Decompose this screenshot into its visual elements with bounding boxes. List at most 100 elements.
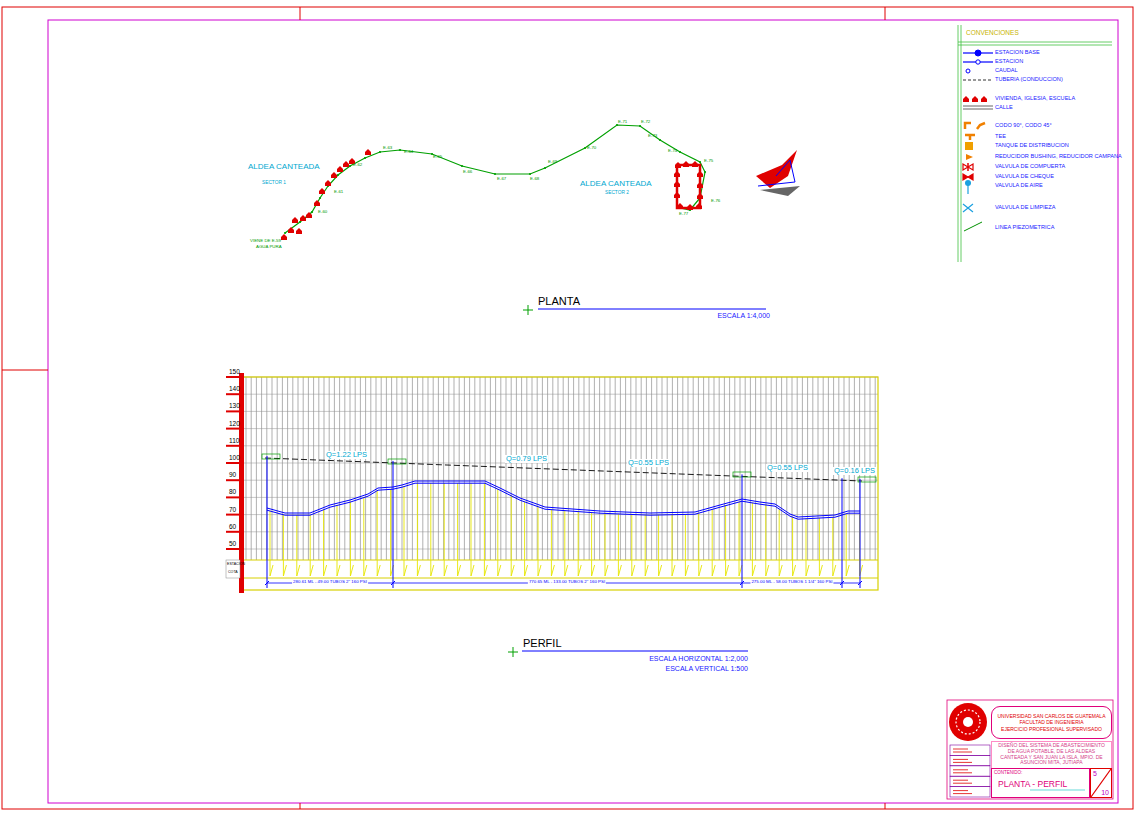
grid-line: [485, 377, 486, 560]
elevation-value: 150: [229, 369, 240, 376]
title-block: [950, 766, 990, 776]
house-symbol: [331, 172, 337, 178]
legend-frame: [958, 25, 959, 262]
station-label: E-67: [497, 177, 506, 181]
legend-sample: [963, 60, 993, 64]
house-symbol: [683, 161, 689, 167]
station-label: E-65: [433, 155, 442, 159]
axis-tick: [226, 462, 244, 464]
title-block: [950, 755, 990, 765]
view-title: PLANTA: [538, 296, 580, 307]
house-symbol: [696, 203, 702, 209]
grid-line: [412, 377, 413, 560]
station-line: [819, 518, 820, 576]
station-tick: [726, 565, 729, 576]
title-block-text: 5: [1093, 770, 1097, 777]
grid-line: [812, 377, 813, 560]
station-dot: [699, 161, 701, 163]
view-title-mark: [513, 647, 514, 657]
grid-line: [308, 377, 309, 560]
station-tick: [417, 565, 420, 576]
band-line: [243, 560, 878, 561]
title-block: [963, 717, 973, 727]
grid-line: [682, 377, 683, 560]
title-block: [953, 793, 972, 794]
axis-tick: [226, 514, 244, 516]
profile-view: [226, 373, 878, 657]
station-line: [846, 514, 847, 576]
house-symbol: [325, 180, 331, 186]
flow-value: Q=0.16 LPS: [833, 467, 876, 475]
legend-sample: [963, 80, 993, 81]
legend-sample: [963, 174, 973, 180]
station-dot: [364, 157, 366, 159]
grid-line: [243, 531, 878, 532]
station-line: [725, 505, 726, 576]
house-symbol: [675, 162, 681, 168]
house-symbol: [296, 228, 302, 234]
grid-line: [448, 377, 449, 560]
station-tick: [712, 565, 715, 576]
sheet-frame: [2, 370, 48, 371]
station-line: [283, 515, 284, 576]
station-tick: [297, 565, 300, 576]
title-block-text: DISEÑO DEL SISTEMA DE ABASTECIMIENTO DE …: [995, 743, 1108, 766]
grid-line: [620, 377, 621, 560]
house-symbol: [292, 217, 298, 223]
station-line: [605, 513, 606, 576]
station-tick: [659, 565, 662, 576]
station-line: [658, 515, 659, 576]
station-label: E-71: [618, 120, 627, 124]
legend-sample: [965, 135, 975, 140]
house-symbol: [697, 182, 703, 188]
legend-sample: [963, 174, 973, 180]
station-line: [739, 502, 740, 576]
legend-sample: [963, 106, 993, 109]
station-tick: [283, 565, 286, 576]
grid-line: [381, 377, 382, 560]
station-tick: [484, 565, 487, 576]
sheet-box: 510: [1090, 768, 1112, 798]
grid-line: [243, 394, 878, 395]
grid-line: [646, 377, 647, 560]
grid-line: [708, 377, 709, 560]
grid-line: [243, 497, 878, 498]
legend-sample: [963, 96, 987, 102]
pipe-spec: 275.00 ML - 58.00 TUBOS 1 1/4" 160 PSI: [750, 580, 833, 584]
grid-line: [261, 377, 262, 560]
axis-tick: [226, 548, 244, 550]
view-title-mark: [538, 309, 766, 310]
legend-entry: VALVULA DE LIMPIEZA: [995, 205, 1055, 211]
legend-entry: CODO 90°, CODO 45°: [995, 123, 1052, 129]
grid-line: [516, 377, 517, 560]
station-line: [832, 517, 833, 576]
grid-line: [459, 377, 460, 560]
legend-frame: [961, 25, 962, 262]
axis-tick: [226, 410, 244, 412]
grid-line: [542, 377, 543, 560]
station-line: [672, 515, 673, 576]
axis-tick: [226, 376, 244, 378]
grid-line: [243, 514, 878, 515]
station-line: [591, 512, 592, 576]
origin-note: AGUA PURA: [256, 245, 282, 249]
grid-line: [500, 377, 501, 560]
grid-line: [313, 377, 314, 560]
axis-tick: [226, 428, 244, 430]
grid-line: [610, 377, 611, 560]
station-dot: [399, 149, 401, 151]
elevation-value: 130: [229, 403, 240, 410]
elevation-value: 140: [229, 386, 240, 393]
station-label: E-74: [668, 149, 677, 153]
legend-title: CONVENCIONES: [966, 30, 1019, 37]
station-line: [417, 483, 418, 576]
legend-entry: LINEA PIEZOMETRICA: [995, 225, 1054, 231]
elevation-value: 90: [229, 472, 236, 479]
title-block: [947, 700, 1113, 799]
north-arrow: [756, 150, 800, 196]
dimension-tick: [858, 581, 862, 585]
grid-line: [651, 377, 652, 560]
grid-line: [329, 377, 330, 560]
station-dot: [431, 153, 433, 155]
sector-name: SECTOR 1: [262, 181, 286, 186]
